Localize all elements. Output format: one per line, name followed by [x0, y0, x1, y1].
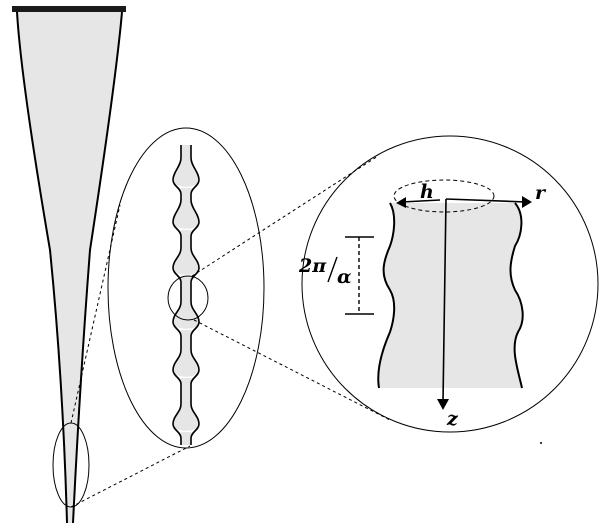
wavelength-numerator: 2π: [298, 255, 327, 277]
beaded-jet-edge-right: [190, 145, 200, 445]
wavelength-denominator: α: [337, 266, 352, 288]
zoom-connector-bottom-1: [70, 445, 191, 508]
zoom-connector-bottom-2: [193, 319, 391, 421]
wavy-jet-edge-left: [377, 202, 396, 389]
zoom-connector-top-2: [191, 155, 379, 277]
right-zoom-circle: [301, 135, 599, 433]
cross-section-ellipse: [393, 179, 495, 213]
wavy-jet-edge-right: [509, 202, 524, 389]
jet-edge-right: [72, 11, 123, 523]
r-label: r: [535, 182, 547, 204]
z-label: z: [446, 408, 459, 430]
stray-dot: [540, 442, 542, 444]
r-axis-arrowhead: [522, 196, 532, 208]
z-axis-arrow: [442, 198, 447, 403]
h-radius-arrowhead: [396, 197, 406, 208]
zoomed-segment-panel: h r z 2π α: [298, 135, 599, 433]
beaded-jet-fill: [173, 145, 199, 445]
beaded-jet-edge-left: [172, 145, 182, 445]
h-label: h: [420, 181, 434, 203]
bead-zoom-circle: [167, 275, 209, 321]
jet-body-fill: [17, 12, 122, 523]
wavelength-slash: [327, 256, 338, 283]
wavelength-label: 2π α: [298, 255, 352, 288]
jet-edge-left: [16, 11, 68, 523]
beaded-jet-panel: [107, 127, 265, 449]
z-axis-arrowhead: [437, 399, 449, 410]
nozzle-plate: [12, 6, 126, 12]
middle-zoom-ellipse: [107, 127, 265, 449]
r-axis-arrow: [445, 198, 527, 203]
wavy-jet-fill: [378, 203, 523, 388]
h-radius-line: [401, 199, 441, 203]
